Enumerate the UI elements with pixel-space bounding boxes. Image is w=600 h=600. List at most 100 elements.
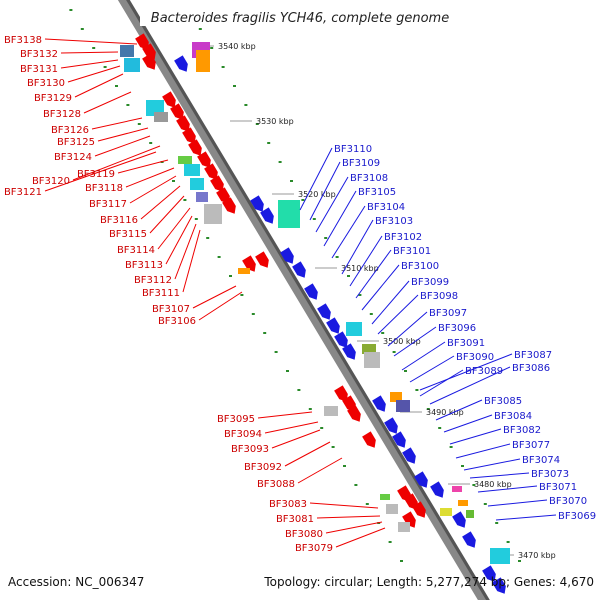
gc-dot xyxy=(308,408,312,410)
reverse-gene-leader xyxy=(271,429,321,449)
forward-gene-label: BF3101 xyxy=(393,246,431,257)
reverse-gene-label: BF3119 xyxy=(77,169,115,180)
forward-gene-label: BF3100 xyxy=(401,261,439,272)
gc-dot xyxy=(278,161,282,163)
reverse-gene-leader xyxy=(74,73,124,98)
forward-gene-leader xyxy=(419,353,513,391)
forward-gene-label: BF3086 xyxy=(512,363,550,374)
reverse-gene-label: BF3126 xyxy=(51,125,89,136)
gene-arrow xyxy=(255,251,269,268)
gc-dot xyxy=(400,560,403,562)
reverse-gene-leader xyxy=(309,502,379,509)
gc-dot xyxy=(347,275,350,277)
feature-block xyxy=(364,352,380,368)
forward-gene-leader xyxy=(349,235,383,287)
gene-arrow xyxy=(372,395,386,412)
forward-gene-leader xyxy=(323,190,357,247)
gene-arrow xyxy=(452,511,466,528)
feature-block xyxy=(346,322,362,336)
gc-dot xyxy=(221,66,225,68)
forward-gene-label: BF3087 xyxy=(514,350,552,361)
gc-dot xyxy=(495,522,499,524)
feature-block xyxy=(278,200,300,228)
gc-dot xyxy=(80,28,84,30)
feature-block xyxy=(362,344,376,354)
gene-arrow xyxy=(430,481,444,498)
reverse-gene-label: BF3114 xyxy=(117,245,155,256)
gc-dot xyxy=(267,142,271,144)
reverse-gene-label: BF3124 xyxy=(54,152,92,163)
gene-arrow xyxy=(326,317,340,334)
gc-dot xyxy=(381,332,385,334)
reverse-gene-label: BF3088 xyxy=(257,479,295,490)
reverse-gene-leader xyxy=(284,441,331,467)
gene-arrow xyxy=(362,431,376,448)
forward-gene-label: BF3102 xyxy=(384,232,422,243)
map-title: Bacteroides fragilis YCH46, complete gen… xyxy=(151,11,449,26)
gc-dot xyxy=(92,47,96,49)
gene-arrow xyxy=(384,417,398,434)
forward-gene-label: BF3069 xyxy=(558,511,596,522)
reverse-gene-leader xyxy=(257,411,313,419)
gene-arrow xyxy=(142,43,156,60)
reverse-gene-label: BF3080 xyxy=(285,529,323,540)
feature-block xyxy=(380,494,390,500)
forward-gene-leader xyxy=(435,399,483,421)
gc-dot xyxy=(324,237,328,239)
reverse-gene-leader xyxy=(149,195,185,234)
gc-dot xyxy=(217,256,221,258)
gc-dot xyxy=(103,66,107,68)
reverse-gene-label: BF3081 xyxy=(276,514,314,525)
scale-label: 3510 kbp xyxy=(341,264,379,273)
reverse-gene-leader xyxy=(192,285,237,309)
gc-dot xyxy=(449,446,453,448)
gene-arrow xyxy=(414,471,428,488)
gc-dot xyxy=(274,351,278,353)
reverse-gene-label: BF3083 xyxy=(269,499,307,510)
reverse-gene-leader xyxy=(264,421,319,434)
forward-gene-leader xyxy=(309,161,341,221)
gc-dot xyxy=(286,370,289,372)
gc-dot xyxy=(210,47,214,49)
gene-arrow xyxy=(170,103,184,120)
forward-gene-leader xyxy=(429,366,511,405)
reverse-gene-leader xyxy=(165,215,193,265)
gc-dot xyxy=(312,218,316,220)
feature-block xyxy=(458,500,468,506)
gc-dot xyxy=(472,484,476,486)
gc-dot xyxy=(365,503,369,505)
forward-gene-label: BF3089 xyxy=(465,366,503,377)
reverse-gene-leader xyxy=(44,38,138,45)
feature-block xyxy=(190,178,204,190)
scale-label: 3490 kbp xyxy=(426,408,464,417)
gc-dot xyxy=(301,199,305,201)
reverse-gene-label: BF3107 xyxy=(152,304,190,315)
gc-dot xyxy=(255,123,259,125)
scale-label: 3520 kbp xyxy=(298,190,336,199)
forward-gene-leader xyxy=(393,326,437,357)
forward-gene-leader xyxy=(443,414,493,433)
gc-dot xyxy=(297,389,301,391)
reverse-gene-leader xyxy=(174,223,197,280)
gc-dot xyxy=(240,294,244,296)
forward-gene-leader xyxy=(419,369,464,397)
gc-dot xyxy=(461,465,464,467)
reverse-gene-label: BF3129 xyxy=(34,93,72,104)
gene-arrow xyxy=(347,405,361,422)
reverse-gene-leader xyxy=(182,229,201,293)
gene-arrow xyxy=(210,175,224,192)
gc-dot xyxy=(290,180,293,182)
forward-gene-leader xyxy=(387,311,428,347)
gene-arrow xyxy=(342,343,356,360)
gene-arrow xyxy=(482,565,496,582)
forward-gene-leader xyxy=(315,176,349,233)
forward-gene-leader xyxy=(463,458,521,471)
gc-dot xyxy=(251,313,255,315)
gc-dot xyxy=(483,503,487,505)
forward-gene-leader xyxy=(487,499,548,507)
forward-gene-leader xyxy=(449,428,502,445)
reverse-gene-label: BF3117 xyxy=(89,199,127,210)
